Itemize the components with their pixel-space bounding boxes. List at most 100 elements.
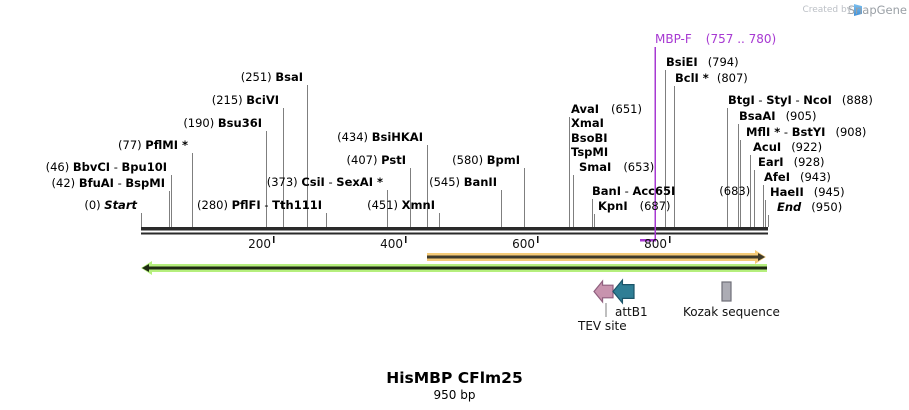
ruler-tick-label-400: 400 (380, 236, 403, 251)
ruler-bar-bottom (141, 232, 768, 235)
site-label-part: - (780, 125, 792, 139)
site-label-bsaI[interactable]: (251) BsaI (241, 71, 303, 84)
site-label-part: SexAI * (336, 175, 383, 189)
site-label-start[interactable]: (0) Start (84, 199, 137, 212)
kozak-sequence-label[interactable]: Kozak sequence (683, 305, 780, 319)
site-label-banII[interactable]: (545) BanII (429, 176, 497, 189)
site-label-bciVI[interactable]: (215) BciVI (212, 94, 279, 107)
site-label-part: BpmI (486, 153, 520, 167)
site-label-part: Acc65I (632, 184, 676, 198)
site-label-part: (945) (813, 185, 845, 199)
site-label-part: (580) (452, 153, 487, 167)
site-label-part: KpnI (598, 199, 628, 213)
site-label-part: (908) (835, 125, 867, 139)
site-label-pstI[interactable]: (407) PstI (347, 154, 406, 167)
site-label-bclI[interactable]: BclI * (807) (675, 72, 748, 85)
site-label-part: BbvCI (72, 160, 111, 174)
site-label-bpmI[interactable]: (580) BpmI (452, 154, 520, 167)
site-label-haeII[interactable]: HaeII (945) (770, 186, 845, 199)
site-label-pflMI[interactable]: (77) PflMI * (118, 139, 188, 152)
site-label-bfuAI-bspMI[interactable]: (42) BfuAI - BspMI (52, 177, 165, 190)
attb1-label[interactable]: attB1 (615, 305, 648, 319)
site-label-part: XmaI (571, 116, 604, 130)
site-label-part: NcoI (803, 93, 832, 107)
site-label-part: AcuI (753, 140, 782, 154)
site-label-part: BsaAI (739, 109, 776, 123)
site-label-part: (545) (429, 175, 464, 189)
site-label-pflFI-tth111I[interactable]: (280) PflFI - Tth111I (197, 199, 322, 212)
site-label-smaI[interactable]: SmaI(653) (579, 161, 654, 174)
tev-site-label[interactable]: TEV site (578, 319, 627, 333)
ruler-tick-label-800: 800 (644, 236, 667, 251)
snapgene-brand-text: SnapGene (847, 3, 907, 17)
reverse-feature-arrow-core (149, 266, 767, 270)
site-label-part: PflFI (231, 198, 261, 212)
site-label-part: TspMI (571, 145, 609, 159)
ruler-bar-top (141, 227, 768, 231)
attb1-arrow[interactable] (612, 278, 635, 305)
site-label-acuI[interactable]: AcuI(922) (753, 141, 822, 154)
site-label-part: - (110, 160, 122, 174)
site-label-btgI-styI-ncoI[interactable]: BtgI - StyI - NcoI(888) (728, 94, 873, 107)
site-label-part: BtgI (728, 93, 755, 107)
site-label-kpnI[interactable]: KpnI(687) (598, 200, 671, 213)
site-label-part: BsoBI (571, 131, 608, 145)
site-label-bbvCI-bpu10I[interactable]: (46) BbvCI - Bpu10I (46, 161, 167, 174)
site-label-part: BsiHKAI (371, 130, 423, 144)
site-label-part: BfuAI (78, 176, 114, 190)
site-label-part: - (260, 198, 273, 212)
site-label-part: (190) (183, 116, 218, 130)
site-label-part: (42) (51, 176, 79, 190)
site-label-part: (77) (118, 138, 146, 152)
forward-feature-arrow-core (427, 255, 758, 259)
site-label-part: Start (104, 198, 137, 212)
site-label-part: BsaI (275, 70, 303, 84)
site-label-part: - (621, 184, 633, 198)
site-label-csiI-sexAI[interactable]: (373) CsiI - SexAI * (267, 176, 383, 189)
site-label-part: (683) (719, 184, 751, 198)
site-label-part: HaeII (770, 185, 804, 199)
tev-site-arrow[interactable] (593, 279, 614, 304)
site-label-mflI-bstYI[interactable]: MflI * - BstYI(908) (746, 126, 866, 139)
site-label-bsu36I[interactable]: (190) Bsu36I (183, 117, 262, 130)
kozak-box[interactable] (721, 281, 732, 302)
site-label-bsiEI[interactable]: BsiEI(794) (666, 56, 739, 69)
snapgene-logo-icon (854, 4, 862, 16)
site-label-part: BclI * (675, 71, 709, 85)
primer-label-mbp-f[interactable]: MBP-F(757 .. 780) (655, 33, 776, 46)
ruler-tick-600 (537, 236, 539, 243)
site-label-part: (943) (799, 170, 831, 184)
site-label-bsoBI[interactable]: BsoBI (571, 132, 608, 145)
site-label-part: - (791, 93, 804, 107)
site-label-part: (651) (611, 102, 642, 116)
ruler-tick-label-200: 200 (248, 236, 271, 251)
primer-bar[interactable] (640, 239, 656, 242)
site-label-end[interactable]: End (950) (777, 201, 842, 214)
site-label-part: End (777, 200, 802, 214)
site-label-part: (807) (716, 71, 748, 85)
site-label-part: (407) (346, 153, 382, 167)
site-label-bsaAI[interactable]: BsaAI(905) (739, 110, 817, 123)
site-label-part: (928) (793, 155, 825, 169)
site-label-part: AfeI (764, 170, 790, 184)
primer-leader-line (654, 47, 656, 241)
site-label-part: StyI (766, 93, 792, 107)
site-label-part: Tth111I (272, 198, 322, 212)
site-label-afeI[interactable]: AfeI (943) (764, 171, 831, 184)
site-label-part: (888) (841, 93, 873, 107)
site-label-part: (950) (811, 200, 843, 214)
site-label-banI-acc65I[interactable]: BanI - Acc65I(683) (592, 185, 750, 198)
site-label-bsiHKAI[interactable]: (434) BsiHKAI (337, 131, 423, 144)
ruler-tick-label-600: 600 (512, 236, 535, 251)
site-label-xmaI[interactable]: XmaI (571, 117, 604, 130)
site-label-part: BsiEI (666, 55, 698, 69)
site-label-earI[interactable]: EarI(928) (758, 156, 825, 169)
site-label-avaI[interactable]: AvaI(651) (571, 103, 642, 116)
site-label-part: (434) (337, 130, 372, 144)
site-label-part: CsiI (301, 175, 325, 189)
site-label-xmnI[interactable]: (451) XmnI (367, 199, 435, 212)
sequence-title: HisMBP CFlm25 (386, 369, 523, 387)
site-label-tspMI[interactable]: TspMI (571, 146, 608, 159)
site-label-part: (451) (367, 198, 402, 212)
